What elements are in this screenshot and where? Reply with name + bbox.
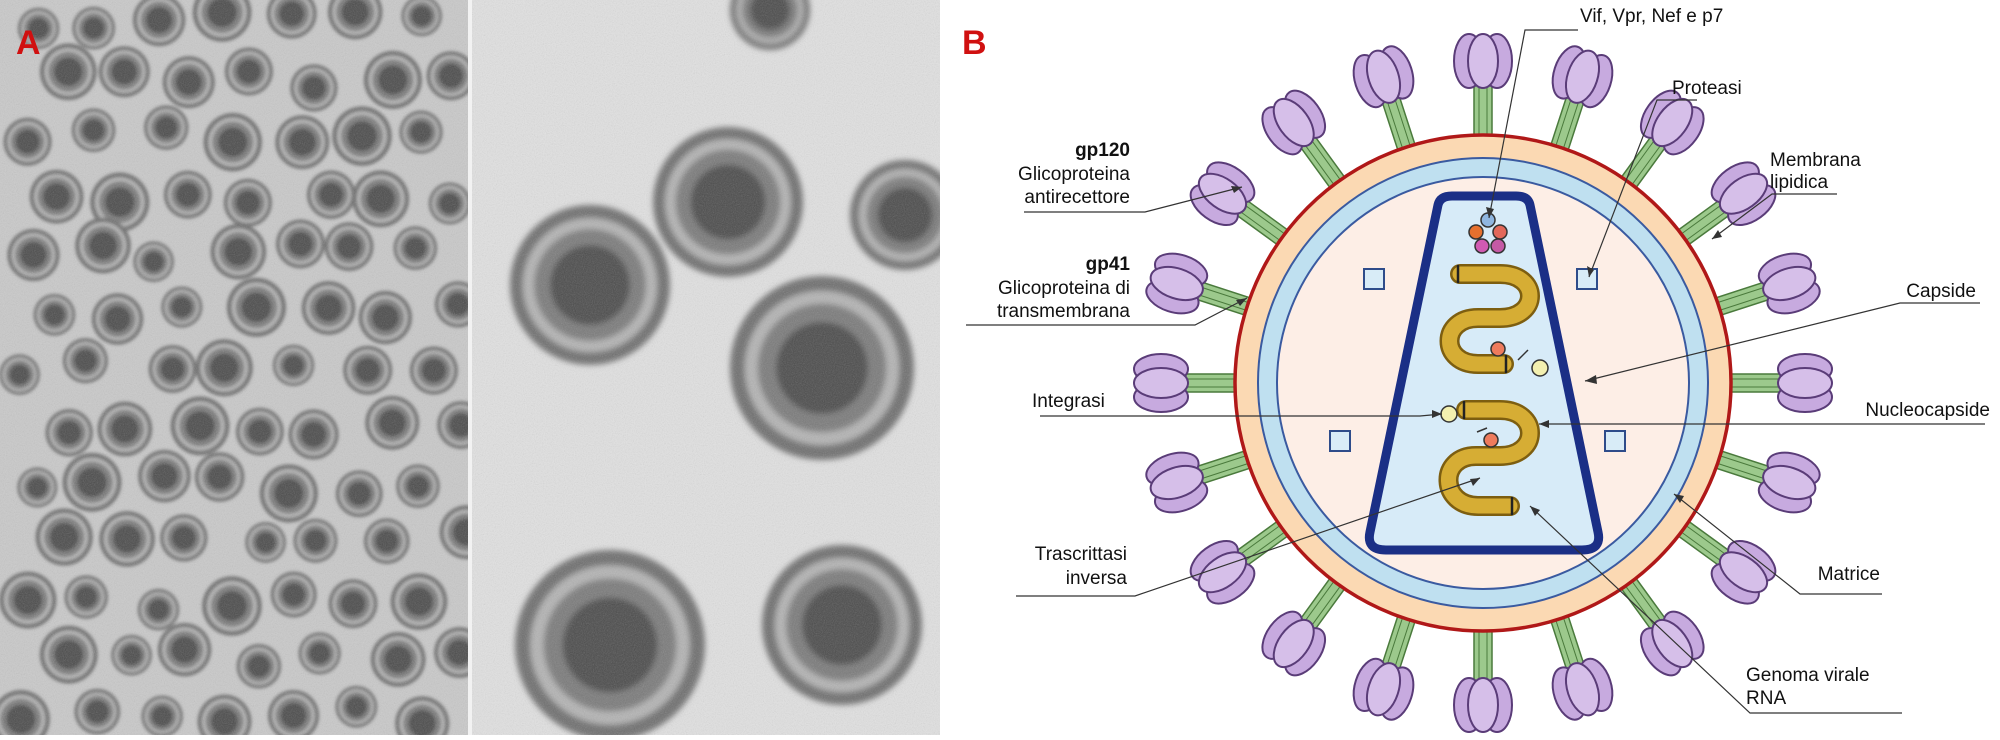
gp120-gp41-spike bbox=[1662, 161, 1777, 257]
label-matrice: Matrice bbox=[1818, 564, 1880, 585]
label-gp120-name: gp120 bbox=[1075, 140, 1130, 161]
label-capside: Capside bbox=[1906, 281, 1976, 302]
electron-micrographs bbox=[0, 0, 940, 735]
label-membrana-line1: Membrana bbox=[1770, 150, 1861, 171]
label-proteasi: Proteasi bbox=[1672, 78, 1742, 99]
panel-a-letter: A bbox=[16, 24, 41, 62]
micrograph-left bbox=[0, 0, 468, 735]
leader-lines bbox=[966, 29, 1985, 714]
label-nucleocapside: Nucleocapside bbox=[1865, 400, 1990, 421]
label-gp41-name: gp41 bbox=[1086, 254, 1131, 275]
hiv-structure-diagram: Vif, Vpr, Nef e p7 Proteasi Membrana lip… bbox=[966, 6, 1990, 733]
leader-arrowheads bbox=[1231, 186, 1722, 516]
label-integrasi: Integrasi bbox=[1032, 391, 1105, 412]
gp120-gp41-spike bbox=[1712, 353, 1833, 413]
label-genoma-line2: RNA bbox=[1746, 688, 1786, 709]
label-vif-vpr-nef-p7: Vif, Vpr, Nef e p7 bbox=[1580, 6, 1723, 27]
label-gp41-desc-line2: transmembrana bbox=[997, 301, 1130, 322]
label-gp41-desc-line1: Glicoproteina di bbox=[998, 278, 1130, 299]
label-trascrittasi-line2: inversa bbox=[1066, 568, 1128, 589]
rna-genome bbox=[1438, 264, 1540, 516]
gp120-gp41-spike bbox=[1261, 562, 1357, 677]
label-genoma-line1: Genoma virale bbox=[1746, 665, 1870, 686]
protease-squares bbox=[1329, 268, 1626, 452]
micrograph-right bbox=[472, 0, 940, 735]
label-membrana-line2: lipidica bbox=[1770, 172, 1829, 193]
label-gp120-desc-line1: Glicoproteina bbox=[1018, 164, 1130, 185]
label-trascrittasi-line1: Trascrittasi bbox=[1035, 544, 1127, 565]
viral-enzymes bbox=[1440, 212, 1549, 448]
panel-b-hiv-diagram: B bbox=[940, 0, 2000, 735]
panel-a-micrographs: A bbox=[0, 0, 940, 735]
panel-b-letter: B bbox=[962, 24, 987, 62]
label-gp120-desc-line2: antirecettore bbox=[1024, 187, 1130, 208]
micrograph-divider bbox=[468, 0, 472, 735]
